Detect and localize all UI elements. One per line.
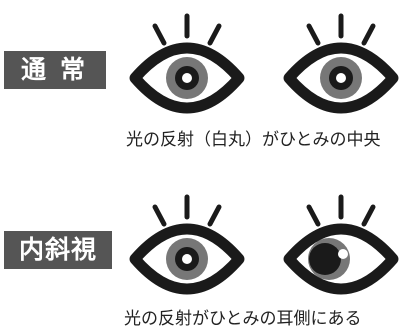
caption-normal: 光の反射（白丸）がひとみの中央 — [126, 130, 381, 150]
eye-normal-left — [283, 13, 399, 114]
caption-esotropia: 光の反射がひとみの耳側にある — [124, 309, 362, 329]
light-reflection — [182, 73, 192, 83]
eyelashes — [152, 13, 222, 46]
light-reflection — [336, 73, 346, 83]
light-reflection — [338, 249, 348, 259]
eyelashes — [306, 194, 376, 227]
pupil — [309, 243, 341, 275]
light-reflection — [182, 254, 192, 264]
eyelashes — [152, 194, 222, 227]
eye-normal-right — [129, 13, 245, 114]
label-normal: 通常 — [4, 51, 106, 89]
eye-eso-right — [129, 194, 245, 295]
eye-outline — [283, 223, 399, 295]
eyelashes — [306, 13, 376, 46]
label-esotropia: 内斜視 — [4, 231, 112, 269]
eye-eso-left — [283, 194, 399, 295]
